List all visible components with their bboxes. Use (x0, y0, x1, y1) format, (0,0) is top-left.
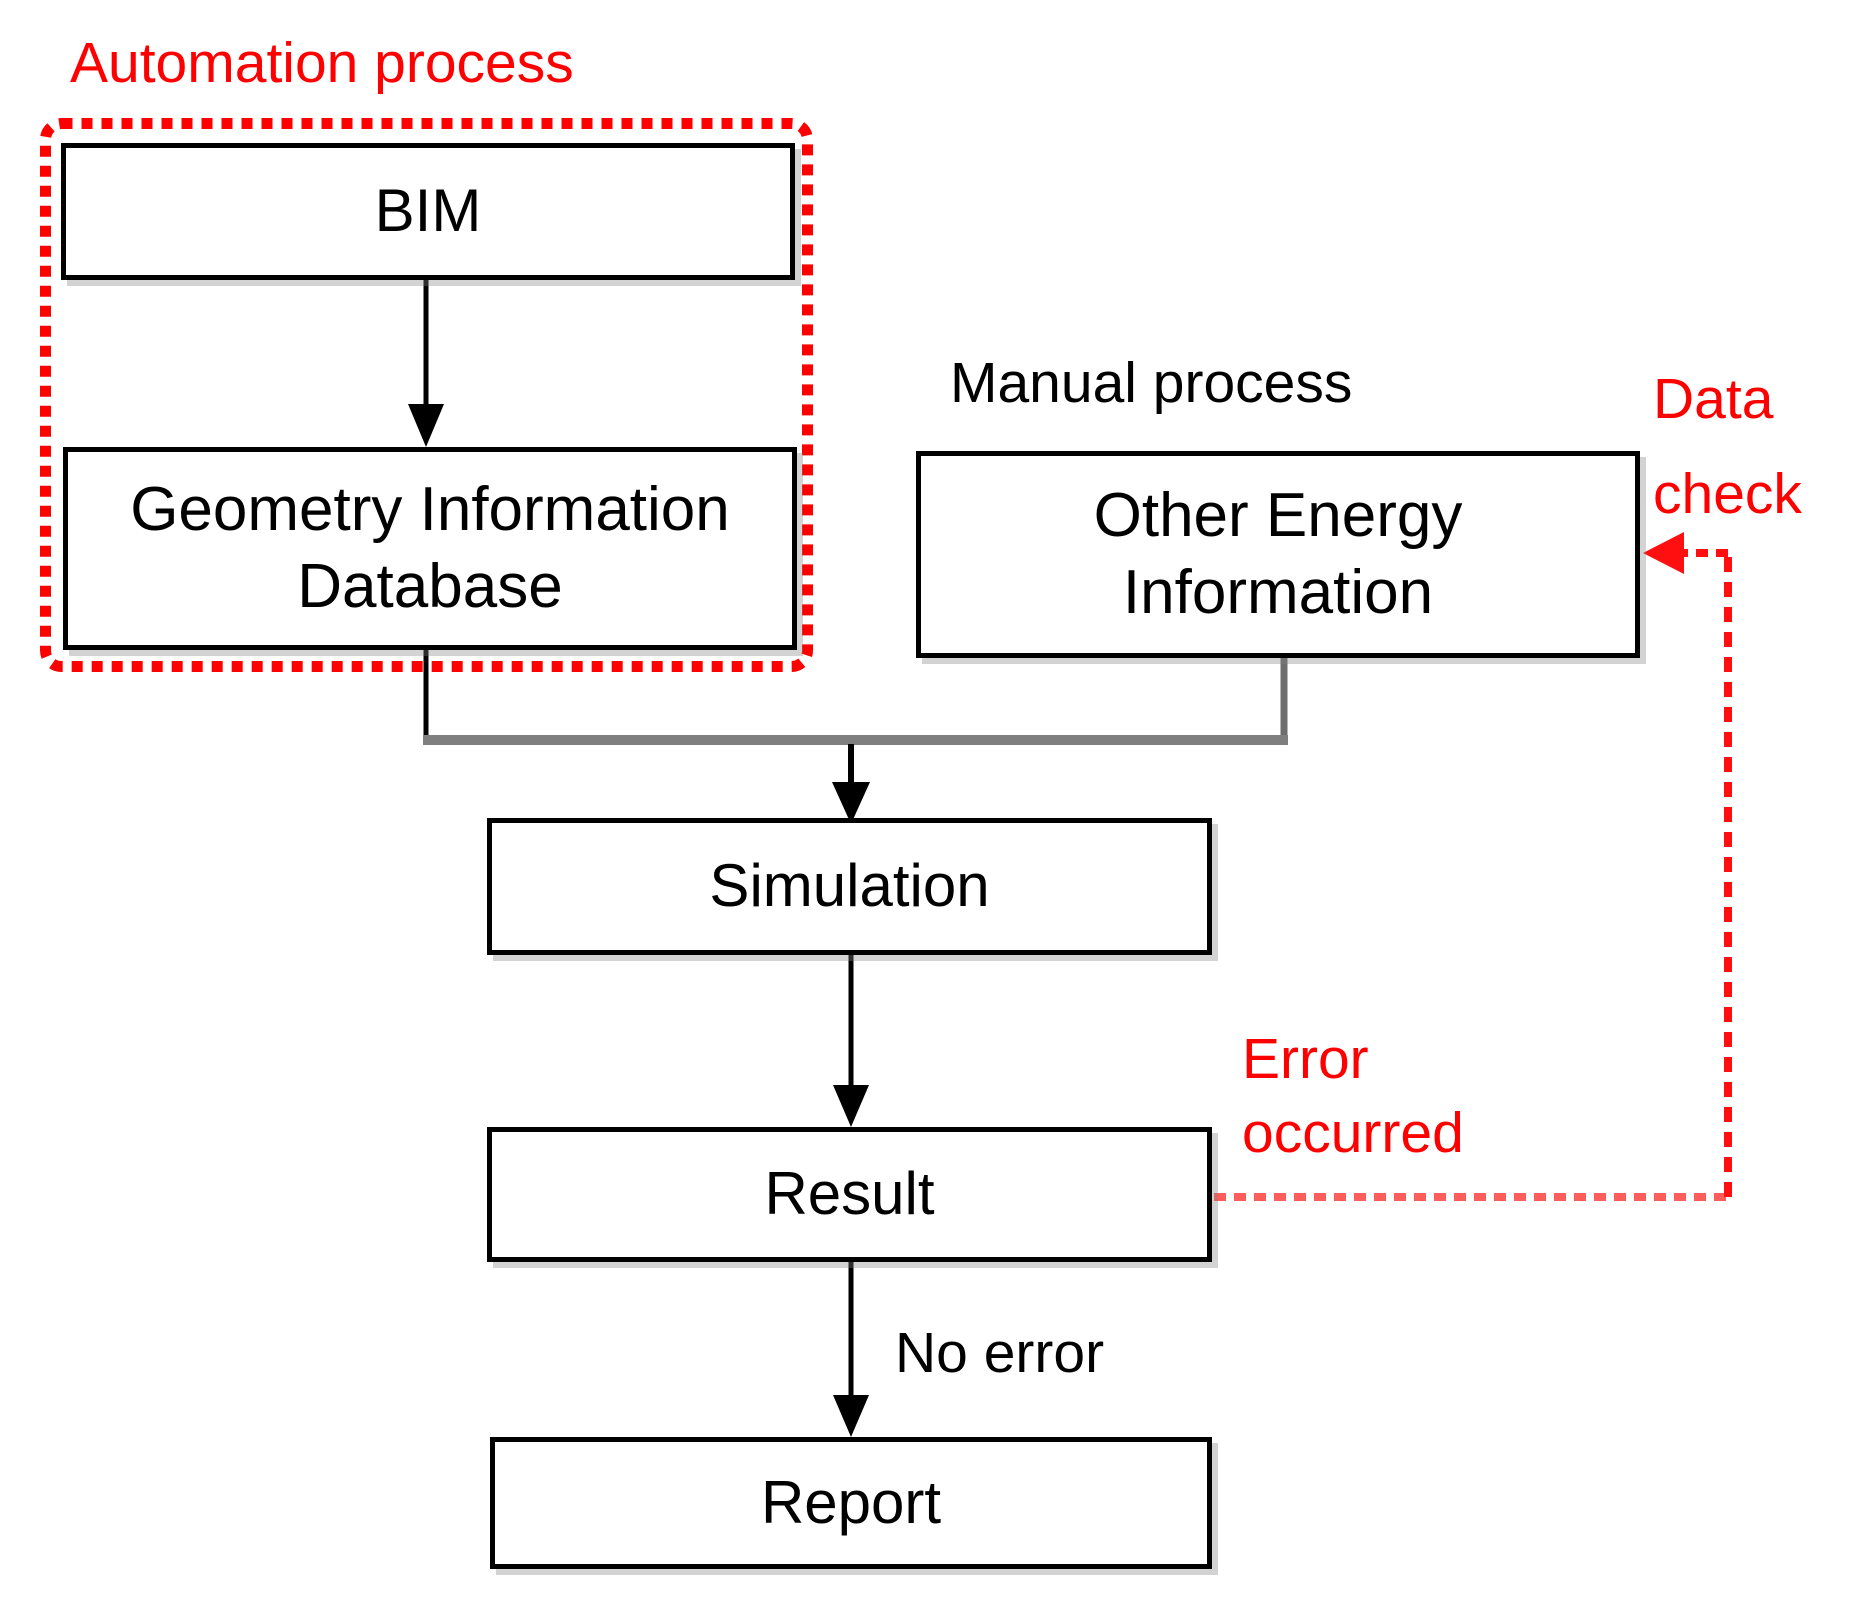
node-geometry-information-database: Geometry Information Database (63, 447, 797, 650)
automation-region-border (40, 118, 813, 672)
edge-bim-geometry-arrowhead (408, 404, 444, 447)
edge-result-report-arrowhead (833, 1395, 869, 1437)
data-check-label: Data check (1653, 367, 1802, 526)
node-other-energy-information: Other Energy Information (916, 451, 1640, 658)
node-result: Result (487, 1127, 1212, 1262)
feedback-arrowhead (1643, 532, 1684, 574)
node-bim: BIM (61, 143, 795, 280)
manual-process-label: Manual process (950, 351, 1353, 415)
no-error-label: No error (895, 1321, 1105, 1385)
node-simulation: Simulation (487, 818, 1212, 955)
automation-process-label: Automation process (70, 31, 574, 95)
error-occurred-label: Error occurred (1242, 1027, 1464, 1166)
node-report: Report (490, 1437, 1212, 1569)
edge-merge-simulation-arrowhead (832, 782, 870, 824)
edge-simulation-result-arrowhead (833, 1085, 869, 1127)
